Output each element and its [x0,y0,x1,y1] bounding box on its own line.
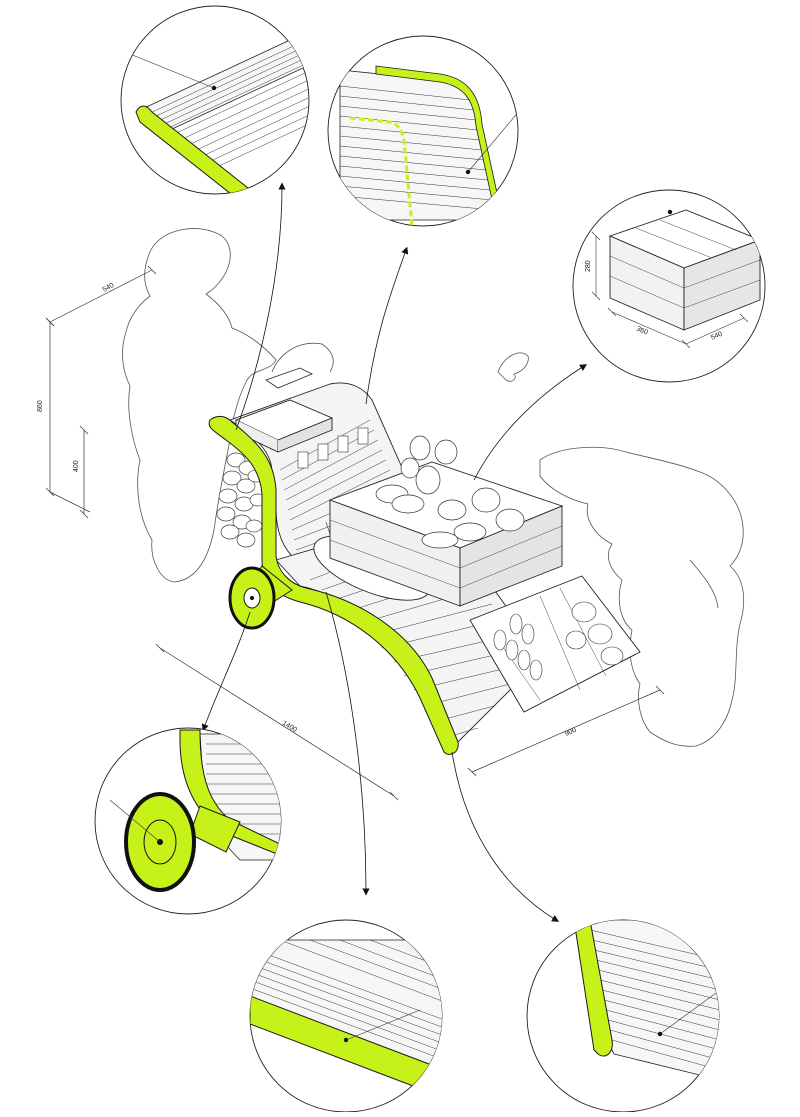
detail-crate: 280 360 540 [572,189,766,383]
dim-crate-depth: 360 [635,325,649,336]
dim-person-height: 860 [37,400,44,412]
detail-leg-end [526,919,720,1113]
cart-wheel [228,566,276,630]
right-person-silhouette [539,446,745,747]
dim-crate-width: 540 [710,331,724,342]
detail-back-corner [327,35,519,227]
detail-handle-rail [120,5,310,195]
detail-base-edge [249,919,443,1113]
dim-person-width: 540 [102,282,116,294]
crate-produce [375,435,525,549]
butterfly-sketch [497,352,529,382]
dim-step-height: 400 [73,460,80,472]
dim-cart-length: 1400 [281,720,298,734]
left-person-silhouette [122,228,334,583]
vegetable-crate [328,435,564,607]
dimension-lines [45,265,665,801]
lower-tray [469,575,641,713]
dim-crate-height: 280 [585,260,592,272]
dim-tray-width: 900 [564,727,578,738]
backrest-tags [297,427,369,469]
leader-arrows [201,182,588,922]
detail-wheel [94,727,282,915]
